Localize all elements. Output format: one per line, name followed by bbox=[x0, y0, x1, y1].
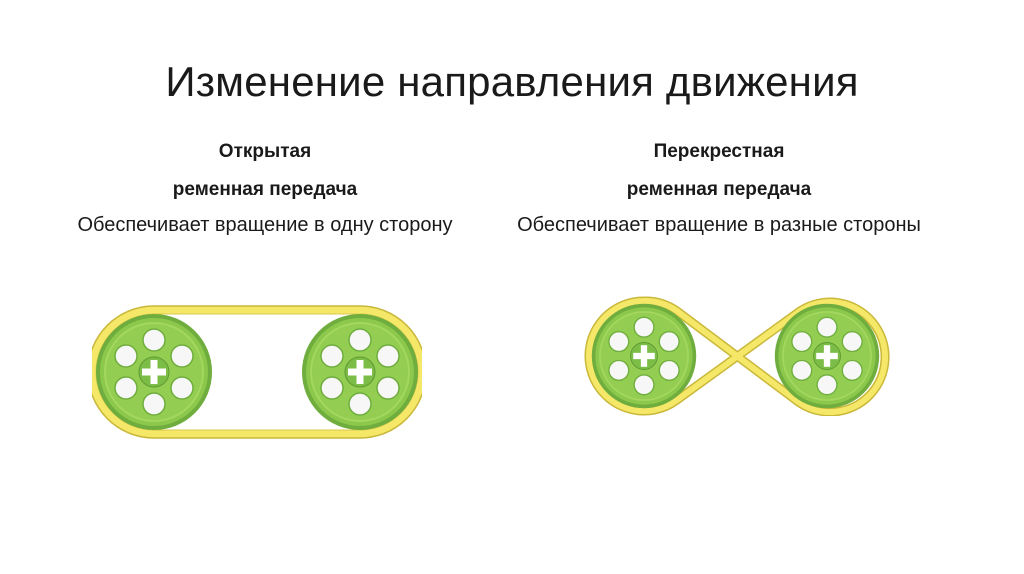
crossed-belt-description: Обеспечивает вращение в разные стороны bbox=[517, 214, 921, 236]
page-title: Изменение направления движения bbox=[165, 58, 859, 105]
crossed-belt-heading-line2: ременная передача bbox=[626, 179, 812, 200]
open-belt-description: Обеспечивает вращение в одну сторону bbox=[77, 214, 453, 236]
belt-shape bbox=[586, 298, 889, 416]
open-belt-heading-line1: Открытая bbox=[218, 141, 312, 162]
left-pulley-icon bbox=[591, 303, 697, 409]
crossed-belt-heading-line1: Перекрестная bbox=[653, 141, 785, 162]
crossed-belt-drive-diagram bbox=[584, 296, 890, 416]
open-belt-drive-diagram bbox=[92, 305, 422, 439]
open-belt-column: Открытая ременная передача Обеспечивает … bbox=[60, 142, 470, 239]
left-pulley-icon bbox=[95, 313, 213, 431]
crossed-belt-column: Перекрестная ременная передача Обеспечив… bbox=[514, 142, 924, 239]
right-pulley-icon bbox=[774, 303, 880, 409]
right-pulley-icon bbox=[301, 313, 419, 431]
open-belt-heading-line2: ременная передача bbox=[172, 179, 358, 200]
